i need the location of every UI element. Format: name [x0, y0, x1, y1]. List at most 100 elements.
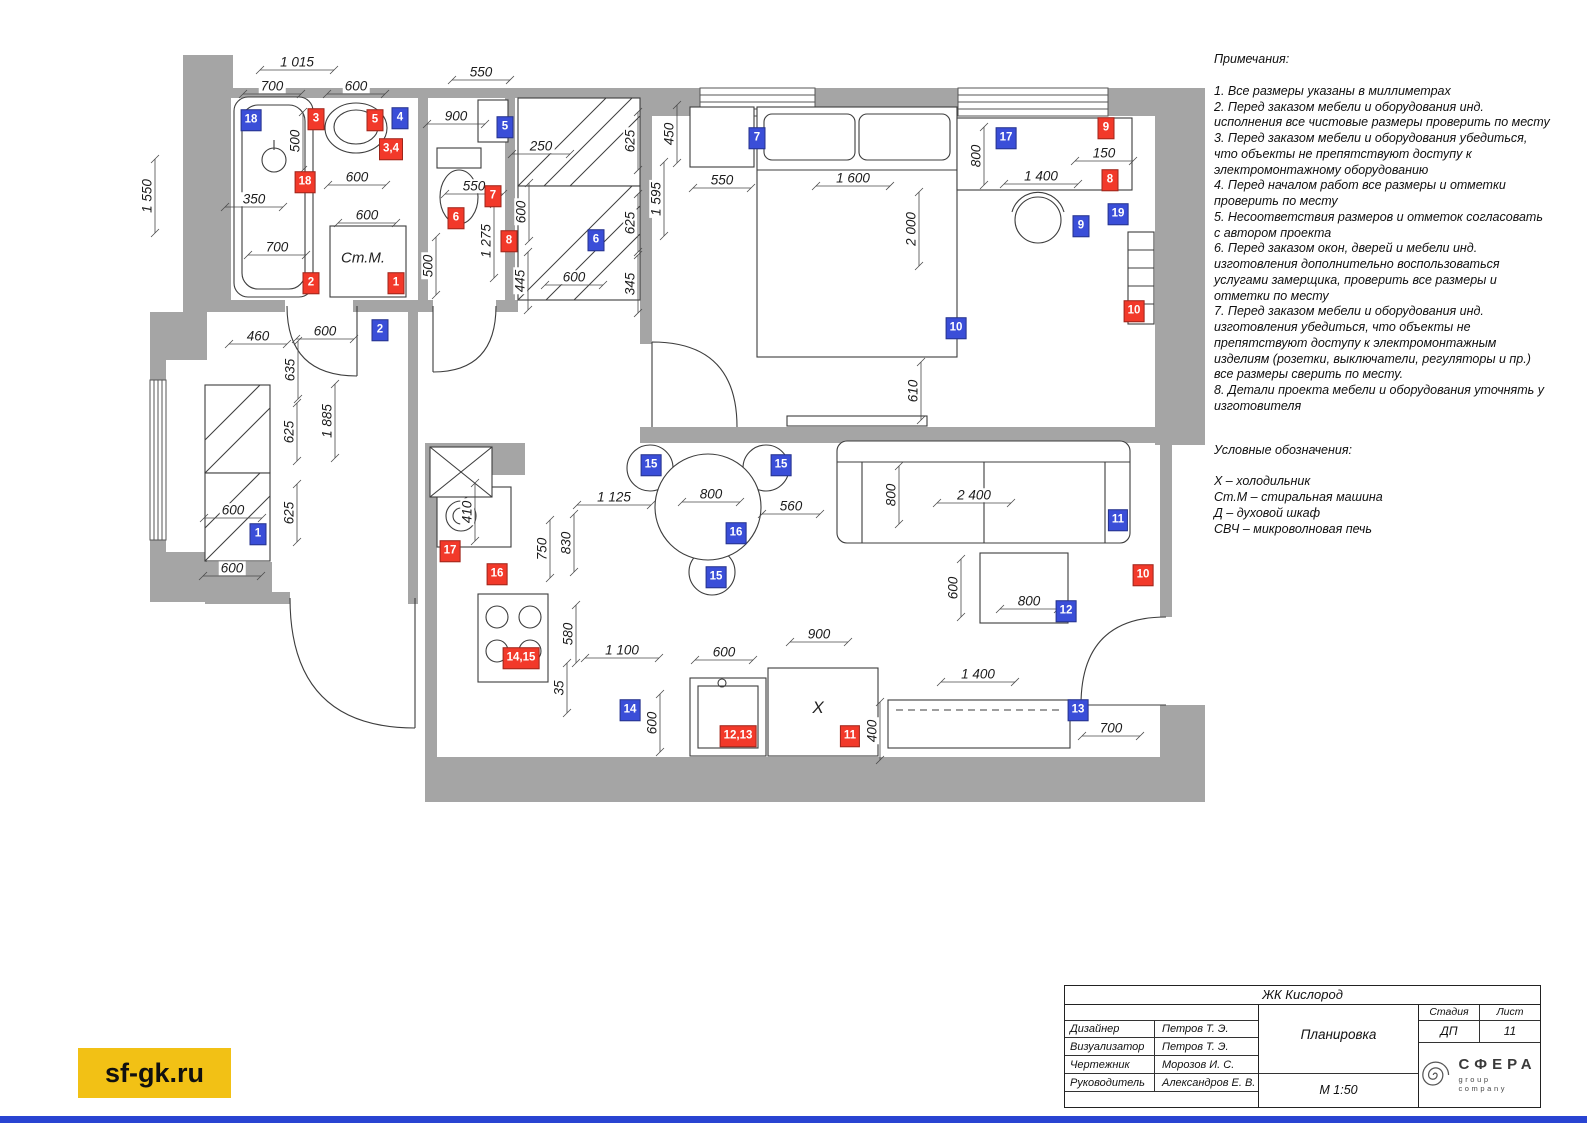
dimension-label: 1 125: [595, 489, 633, 505]
dimension-label: 600: [644, 709, 660, 737]
item-marker-red: 10: [1132, 564, 1154, 586]
item-marker-red: 12,13: [719, 725, 757, 747]
item-marker-red: 3: [307, 108, 325, 130]
dimension-label: 600: [218, 560, 246, 576]
item-marker-red: 14,15: [502, 647, 540, 669]
dimension-label: 600: [945, 574, 961, 602]
item-marker-blue: 7: [748, 127, 766, 149]
item-marker-blue: 15: [705, 566, 727, 588]
company-subtitle: group company: [1458, 1075, 1508, 1093]
role-name: Александров Е. В.: [1162, 1076, 1256, 1089]
item-marker-blue: 15: [770, 454, 792, 476]
dimension-label: 800: [1015, 593, 1043, 609]
tv: [786, 415, 928, 427]
dimension-label: 900: [442, 108, 470, 124]
drawing-scale: М 1:50: [1259, 1073, 1418, 1107]
dimension-label: 580: [560, 620, 576, 648]
dimension-label: 600: [353, 207, 381, 223]
closet-hatch: [204, 97, 641, 562]
sheet-number: 11: [1503, 1024, 1517, 1038]
item-marker-red: 1: [387, 272, 405, 294]
dimension-label: 700: [263, 239, 291, 255]
dimension-label: 2 400: [955, 487, 993, 503]
entry-wardrobe: [204, 384, 271, 474]
pillow: [858, 113, 951, 161]
table-row: Дизайнер Петров Т. Э.: [1065, 1020, 1258, 1038]
item-marker-blue: 15: [640, 454, 662, 476]
item-marker-blue: 17: [995, 127, 1017, 149]
toilet-tank: [436, 147, 482, 169]
dimension-label: 2 000: [903, 210, 919, 248]
dimension-label: 460: [244, 328, 272, 344]
item-marker-blue: 18: [240, 109, 262, 131]
item-marker-blue: 16: [725, 522, 747, 544]
item-marker-red: 7: [484, 185, 502, 207]
role-name: Петров Т. Э.: [1162, 1023, 1229, 1035]
dimension-label: 600: [311, 323, 339, 339]
role-label: Дизайнер: [1065, 1021, 1155, 1037]
title-block: ЖК Кислород Дизайнер Петров Т. Э. Визуал…: [1064, 985, 1541, 1108]
company-name: СФЕРА: [1458, 1056, 1537, 1073]
item-marker-red: 3,4: [379, 138, 403, 160]
tv-stand: [887, 699, 1071, 749]
role-label: Визуализатор: [1065, 1038, 1155, 1055]
item-marker-red: 8: [500, 230, 518, 252]
sheet-label: Лист: [1496, 1006, 1524, 1018]
dimension-label: 600: [560, 269, 588, 285]
washing-machine-label: Ст.М.: [341, 249, 385, 267]
item-marker-blue: 10: [945, 317, 967, 339]
dimension-label: 800: [697, 486, 725, 502]
dimension-label: 625: [281, 418, 297, 446]
item-marker-blue: 2: [371, 319, 389, 341]
role-name: Петров Т. Э.: [1162, 1040, 1229, 1053]
dimension-label: 550: [708, 172, 736, 188]
dimension-label: 600: [219, 502, 247, 518]
item-marker-red: 9: [1097, 117, 1115, 139]
item-marker-red: 5: [366, 109, 384, 131]
dimension-label: 625: [281, 499, 297, 527]
dimension-label: 1 600: [834, 170, 872, 186]
notes-panel: Примечания: 1. Все размеры указаны в мил…: [1214, 52, 1552, 537]
item-marker-blue: 14: [619, 699, 641, 721]
dimension-label: 700: [1097, 720, 1125, 736]
table-row: Визуализатор Петров Т. Э.: [1065, 1038, 1258, 1056]
bathroom-door: [286, 305, 358, 377]
company-logo: СФЕРА group company: [1419, 1043, 1540, 1107]
dimension-label: 350: [240, 191, 268, 207]
dimension-label: 410: [459, 498, 475, 526]
note-item: 6. Перед заказом окон, дверей и мебели и…: [1214, 241, 1500, 303]
table-row: Руководитель Александров Е. В.: [1065, 1074, 1258, 1092]
item-marker-blue: 5: [496, 116, 514, 138]
dimension-label: 600: [343, 169, 371, 185]
dimension-label: 445: [512, 267, 528, 295]
legend-title: Условные обозначения:: [1214, 442, 1352, 457]
role-label: Руководитель: [1065, 1074, 1155, 1091]
item-marker-red: 10: [1123, 300, 1145, 322]
legend-item: Х – холодильник: [1214, 474, 1311, 489]
dimension-label: 600: [342, 78, 370, 94]
dimension-label: 1 015: [278, 54, 316, 70]
toilet-door: [432, 305, 497, 373]
legend: Условные обозначения: Х – холодильник Ст…: [1214, 443, 1552, 538]
item-marker-red: 18: [294, 171, 316, 193]
note-item: 1. Все размеры указаны в миллиметрах: [1214, 83, 1451, 98]
table-row: Чертежник Морозов И. С.: [1065, 1056, 1258, 1074]
dimension-label: 830: [558, 529, 574, 557]
dimension-label: 1 885: [319, 402, 335, 440]
dimension-label: 625: [622, 209, 638, 237]
dimension-label: 550: [460, 178, 488, 194]
title-block-roles: Дизайнер Петров Т. Э. Визуализатор Петро…: [1065, 1005, 1259, 1107]
notes-title: Примечания:: [1214, 52, 1290, 66]
legend-item: СВЧ – микроволновая печь: [1214, 521, 1372, 536]
item-marker-blue: 9: [1072, 215, 1090, 237]
item-marker-blue: 19: [1107, 203, 1129, 225]
dimension-label: 500: [287, 127, 303, 155]
doors: [286, 305, 1167, 729]
coffee-table: [979, 552, 1069, 624]
item-marker-red: 16: [486, 563, 508, 585]
dimension-label: 800: [883, 481, 899, 509]
bedroom-door: [651, 341, 738, 428]
note-item: 8. Детали проекта мебели и оборудования …: [1214, 383, 1544, 413]
dimension-label: 700: [258, 78, 286, 94]
